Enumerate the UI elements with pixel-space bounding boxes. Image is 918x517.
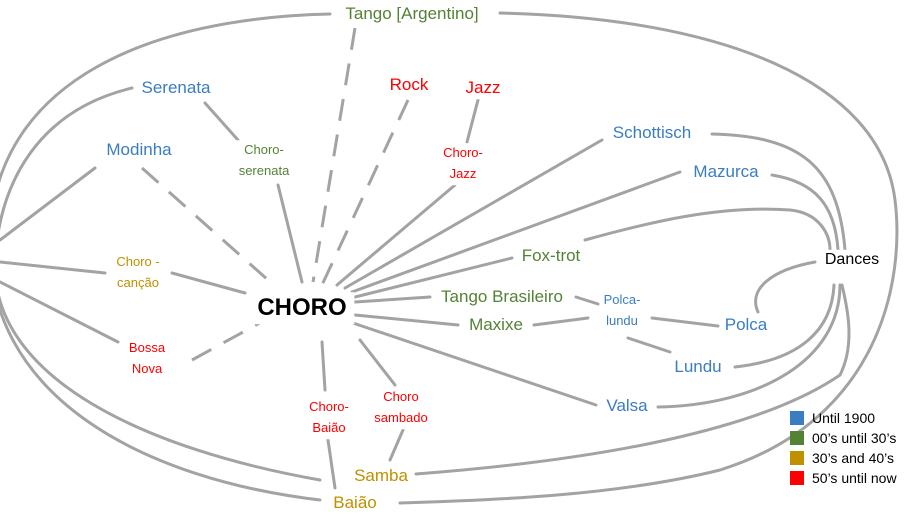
node-baiao: Baião (329, 492, 381, 514)
edge-tango-argentino-choro (311, 27, 357, 283)
node-line: Choro (383, 389, 419, 405)
edge-bossa-nova-choro (191, 318, 266, 362)
node-line: Choro- (443, 145, 483, 161)
legend-swatch (790, 431, 804, 445)
edge-choro-jazz-choro (335, 183, 457, 287)
edge-choro-baiao-choro (320, 340, 327, 392)
node-choro-jazz: Choro- Jazz (440, 143, 486, 185)
node-line: Polca- (603, 292, 641, 308)
node-dances: Dances (820, 249, 884, 271)
node-samba: Samba (350, 465, 412, 487)
node-tango-brasileiro: Tango Brasileiro (437, 286, 567, 308)
edge-polca-dances (754, 260, 817, 314)
node-valsa: Valsa (602, 395, 652, 417)
legend-item: 30’s and 40’s (790, 448, 897, 468)
edge-choro-serenata-choro (276, 183, 304, 284)
node-choro-serenata: Choro-serenata (235, 140, 293, 182)
node-polca: Polca (720, 314, 772, 336)
edge-choro-sambado-samba (388, 428, 405, 462)
node-line: Bossa (128, 340, 166, 356)
edge-modinha-choro (141, 166, 269, 282)
era-legend: Until 1900 00’s until 30’s 30’s and 40’s… (790, 408, 897, 488)
legend-label: Until 1900 (812, 410, 876, 426)
node-lundu: Lundu (670, 356, 726, 378)
legend-swatch (790, 471, 804, 485)
edge-valsa-dances (656, 283, 842, 409)
node-modinha: Modinha (102, 139, 176, 161)
node-rock: Rock (385, 74, 433, 96)
legend-item: 50’s until now (790, 468, 897, 488)
node-line: sambado (374, 410, 428, 425)
edge-maxixe-choro (353, 313, 460, 327)
edge-tango-brasileiro-choro (353, 295, 432, 304)
edge-polca-lundu-polca (650, 316, 720, 328)
edge-tango-argentino-outer-arc (0, 12, 332, 502)
edge-lundu-dances (733, 283, 836, 369)
edge-rock-choro (320, 99, 410, 286)
edge-polca-lundu-lundu (626, 336, 672, 354)
node-choro-sambado: Choro sambado (371, 387, 431, 429)
legend-item: 00’s until 30’s (790, 428, 897, 448)
node-line: canção (117, 275, 159, 290)
edge-tango-argentino-dances-arc (398, 11, 899, 505)
edge-left-bossa-nova (0, 280, 120, 344)
node-line: lundu (606, 313, 638, 328)
edge-schottisch-dances (710, 132, 847, 252)
legend-swatch (790, 451, 804, 465)
node-line: Jazz (449, 166, 477, 181)
node-serenata: Serenata (137, 77, 215, 99)
node-schottisch: Schottisch (608, 122, 696, 144)
legend-label: 30’s and 40’s (812, 450, 894, 466)
node-line: serenata (238, 163, 290, 178)
edge-fox-trot-choro (353, 256, 514, 299)
node-maxixe: Maxixe (465, 314, 527, 336)
legend-label: 00’s until 30’s (812, 430, 897, 446)
node-choro-baiao: Choro- Baião (306, 397, 352, 439)
node-line: Baião (312, 420, 346, 435)
edge-mazurca-choro (350, 170, 682, 294)
node-line: Choro- (309, 399, 349, 415)
node-mazurca: Mazurca (689, 161, 763, 183)
edge-serenata-choro-serenata (203, 101, 240, 142)
edge-jazz-choro-jazz (465, 98, 480, 144)
node-line: Choro - (116, 254, 160, 270)
legend-label: 50’s until now (812, 470, 897, 486)
node-line: Nova (131, 361, 163, 376)
edge-modinha-left (0, 166, 97, 242)
legend-item: Until 1900 (790, 408, 897, 428)
edge-choro-cancao-choro (170, 271, 247, 295)
legend-swatch (790, 411, 804, 425)
edge-serenata-arc (0, 86, 322, 482)
edge-left-choro-cancao (0, 260, 107, 275)
node-choro-center: CHORO (249, 292, 355, 324)
node-tango-argentino: Tango [Argentino] (341, 3, 483, 25)
node-choro-cancao: Choro - canção (113, 252, 163, 294)
edge-samba-dances (414, 283, 851, 476)
edge-maxixe-polca-lundu (532, 316, 590, 327)
edge-schottisch-choro (343, 138, 604, 290)
node-fox-trot: Fox-trot (517, 245, 585, 267)
edge-tango-brasileiro-polca-lundu (574, 295, 600, 306)
node-jazz: Jazz (461, 77, 505, 99)
edge-valsa-choro (348, 320, 598, 407)
edge-choro-sambado-choro (358, 338, 397, 387)
node-polca-lundu: Polca-lundu (600, 290, 644, 332)
node-line: Choro- (244, 142, 284, 158)
edge-fox-trot-dances (583, 207, 832, 252)
edge-mazurca-dances (770, 173, 840, 252)
edge-choro-baiao-baiao (326, 438, 337, 490)
